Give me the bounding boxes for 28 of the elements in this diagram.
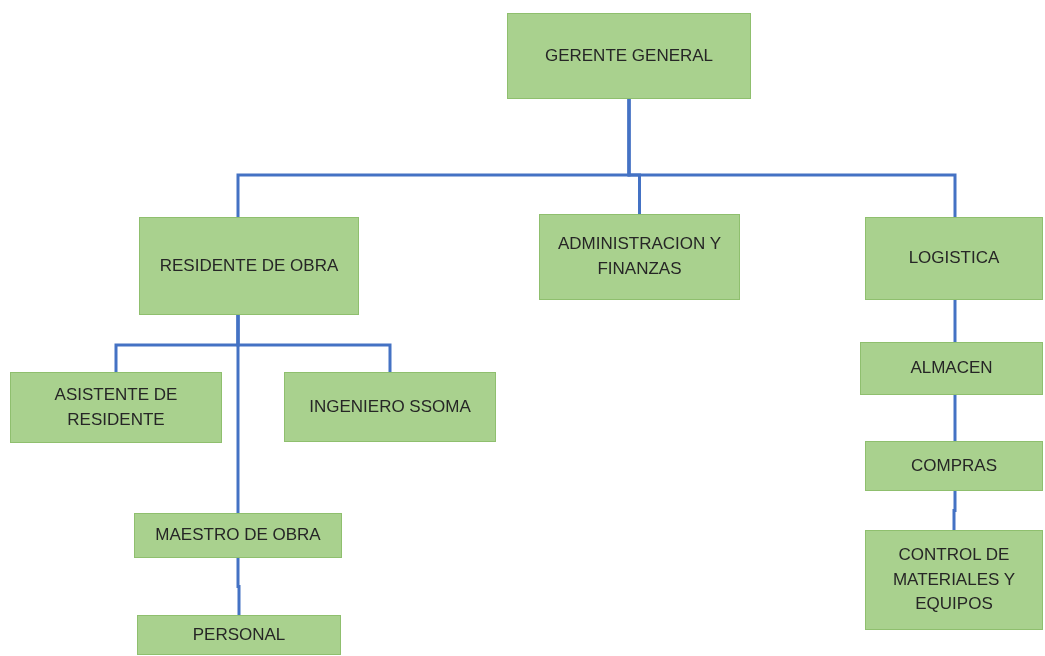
box-label: CONTROL DE MATERIALES Y EQUIPOS xyxy=(891,544,1017,616)
connector-line xyxy=(953,395,957,441)
connector-line xyxy=(236,558,241,615)
org-box xyxy=(139,217,359,315)
box-label: LOGISTICA xyxy=(908,247,1000,270)
org-box xyxy=(860,342,1043,395)
box-label: RESIDENTE DE OBRA xyxy=(159,254,339,277)
box-label: PERSONAL xyxy=(192,623,286,646)
org-box xyxy=(865,530,1043,630)
box-label: GERENTE GENERAL xyxy=(544,44,714,67)
org-box xyxy=(137,615,341,655)
box-label: ADMINISTRACION Y FINANZAS xyxy=(556,233,723,280)
org-box xyxy=(10,372,222,443)
box-label: ASISTENTE DE RESIDENTE xyxy=(53,383,179,431)
connector-line xyxy=(952,491,957,530)
box-label: COMPRAS xyxy=(911,454,997,477)
connector-line xyxy=(627,99,957,217)
connector-line xyxy=(953,300,957,342)
box-label: INGENIERO SSOMA xyxy=(309,395,471,418)
org-box xyxy=(865,217,1043,300)
org-box xyxy=(539,214,740,300)
connector-line xyxy=(236,315,240,513)
org-box xyxy=(134,513,342,558)
box-label: ALMACEN xyxy=(910,357,993,380)
org-box xyxy=(865,441,1043,491)
box-label: MAESTRO DE OBRA xyxy=(155,524,321,547)
org-box xyxy=(284,372,496,442)
org-box xyxy=(507,13,751,99)
